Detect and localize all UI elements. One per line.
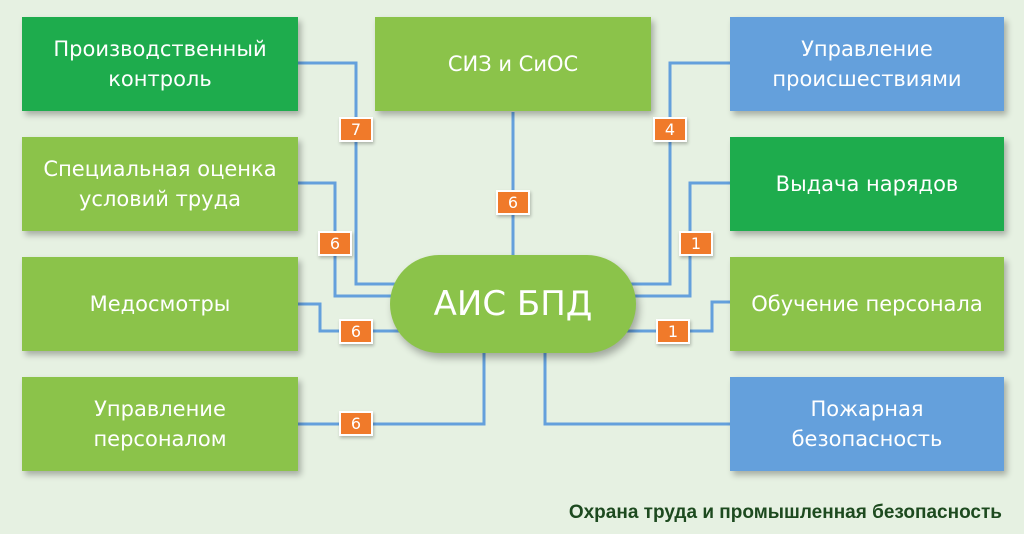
module-label-line: Производственный	[53, 36, 267, 61]
module-label-line: персоналом	[93, 427, 227, 451]
module-label-line: безопасность	[791, 427, 943, 451]
badge-siz: 6	[496, 190, 530, 215]
connector-production-control	[298, 61, 400, 286]
module-special-assessment[interactable]: Специальная оценка условий труда	[22, 137, 298, 231]
badge-work-permits: 1	[679, 231, 713, 256]
connector-fire-safety	[543, 353, 730, 426]
connector-incidents	[628, 61, 730, 286]
badge-medical: 6	[339, 319, 373, 344]
module-personnel[interactable]: Управление персоналом	[22, 377, 298, 471]
module-label-line: СИЗ и СиОС	[447, 51, 579, 76]
module-production-control[interactable]: Производственный контроль	[22, 17, 298, 111]
badge-production-control: 7	[339, 117, 373, 142]
module-label-line: Обучение персонала	[751, 291, 983, 316]
module-label-line: происшествиями	[772, 67, 962, 91]
module-siz[interactable]: СИЗ и СиОС	[375, 17, 651, 111]
module-fire-safety[interactable]: Пожарная безопасность	[730, 377, 1004, 471]
badge-incidents: 4	[653, 117, 687, 142]
module-incidents[interactable]: Управление происшествиями	[730, 17, 1004, 111]
module-label-line: Специальная оценка	[43, 156, 277, 181]
hub-label: АИС БПД	[433, 284, 593, 324]
badge-personnel: 6	[339, 411, 373, 436]
module-label-line: контроль	[108, 67, 212, 91]
connector-personnel	[298, 353, 486, 426]
module-label-line: Управление	[94, 396, 226, 421]
module-label-line: Выдача нарядов	[775, 171, 959, 196]
module-label-line: Пожарная	[810, 396, 924, 421]
module-label-line: Медосмотры	[89, 291, 231, 316]
module-label-line: условий труда	[79, 187, 241, 211]
module-medical[interactable]: Медосмотры	[22, 257, 298, 351]
hub-ais-bpd[interactable]: АИС БПД	[390, 255, 636, 353]
module-work-permits[interactable]: Выдача нарядов	[730, 137, 1004, 231]
module-label-line: Управление	[801, 36, 933, 61]
badge-training: 1	[656, 319, 690, 344]
caption: Охрана труда и промышленная безопасность	[568, 502, 1002, 523]
module-training[interactable]: Обучение персонала	[730, 257, 1004, 351]
badge-special-assessment: 6	[318, 231, 352, 256]
